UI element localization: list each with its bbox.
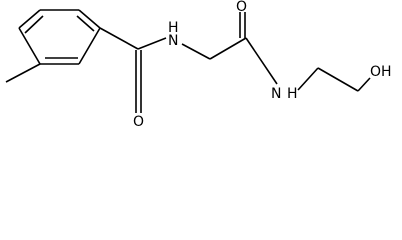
bond-carbonyl-to-nh xyxy=(137,37,167,50)
bond-ch2-to-ch2 xyxy=(317,67,359,92)
ring-bond xyxy=(78,9,101,29)
bond-ch2-to-carbonyl xyxy=(209,37,247,60)
ring-bond xyxy=(18,9,41,29)
bond-ch2-to-oh xyxy=(357,77,371,92)
ring-bond xyxy=(18,27,41,65)
amide-nitrogen-label: N xyxy=(271,86,281,102)
benzene-ring xyxy=(18,9,101,65)
bond-nh-to-ch2 xyxy=(181,43,211,60)
amide-nitrogen-label: N xyxy=(168,33,178,49)
structural-formula: O N H O N H OH xyxy=(5,0,392,130)
hydroxyl-label: OH xyxy=(370,64,392,80)
methyl-bond xyxy=(5,63,41,83)
bond-carbonyl-to-nh xyxy=(245,37,278,85)
bond-nh-to-ch2 xyxy=(297,67,319,91)
ring-bond xyxy=(78,27,101,65)
amide-hydrogen-label: H xyxy=(287,86,298,102)
bond-ring-to-carbonyl xyxy=(99,27,139,50)
carbonyl-oxygen-label: O xyxy=(133,114,144,130)
carbonyl-oxygen-label: O xyxy=(236,0,247,15)
amide-hydrogen-label: H xyxy=(168,20,179,36)
ring-double-bond xyxy=(76,15,95,32)
ring-double-bond xyxy=(24,15,44,34)
